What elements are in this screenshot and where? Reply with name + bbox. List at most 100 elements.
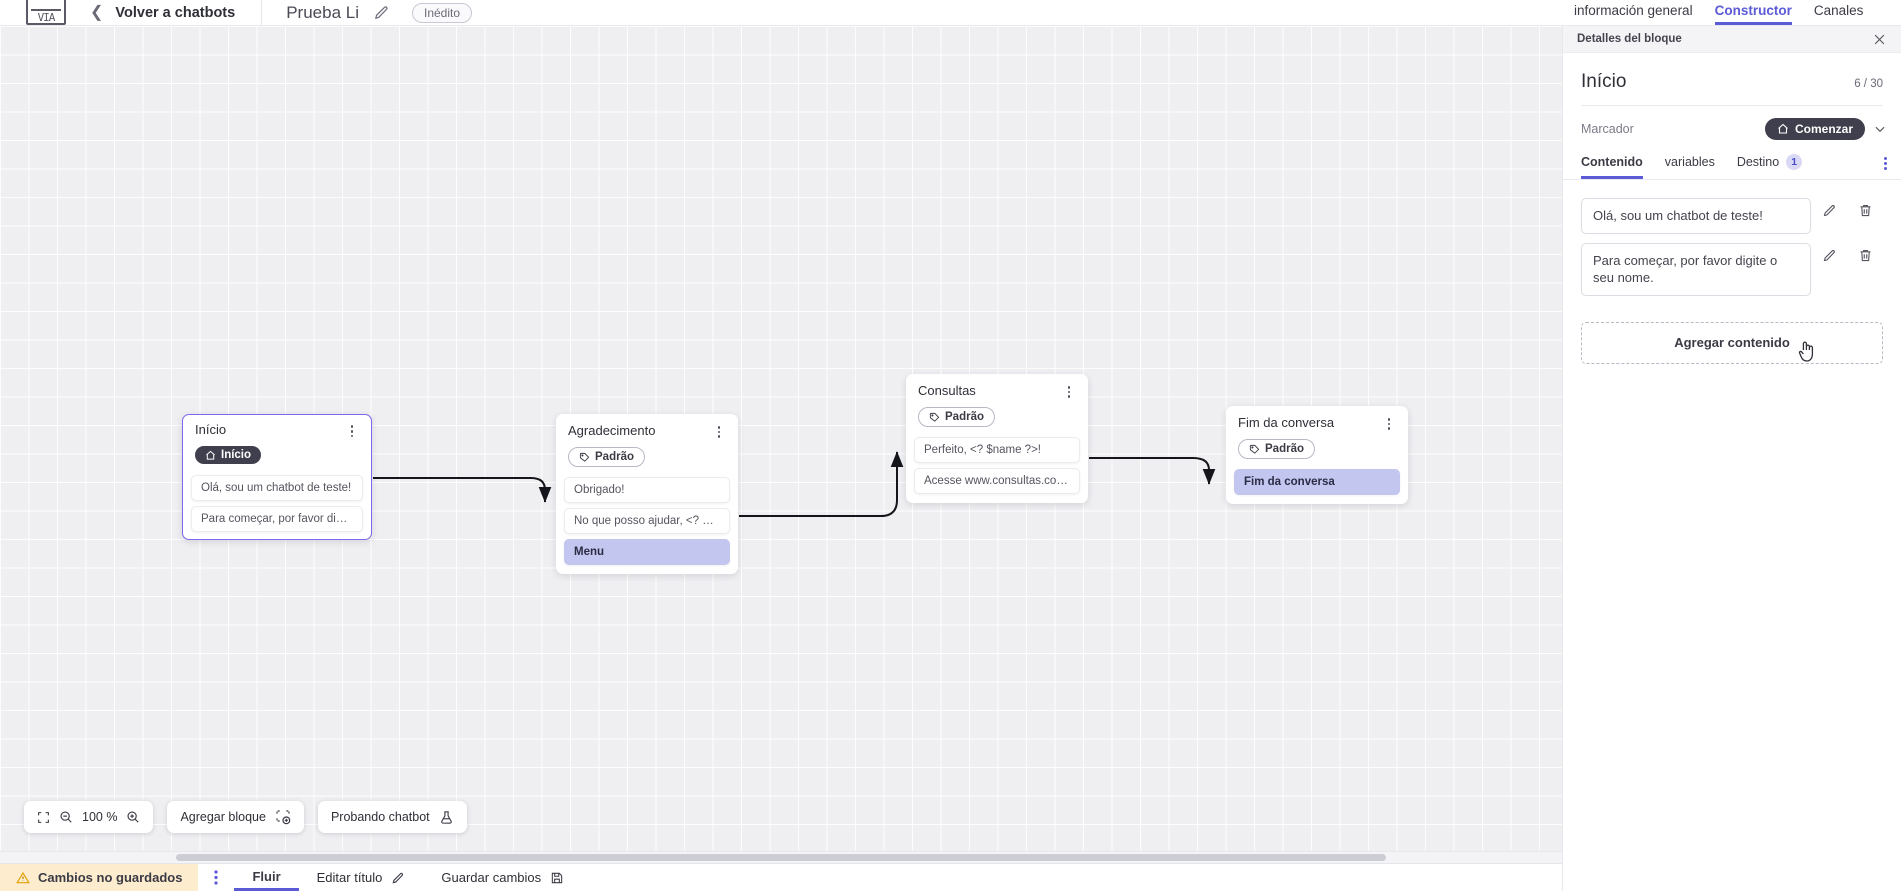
- node-tag-label: Padrão: [595, 451, 634, 463]
- panel-tab-variables[interactable]: variables: [1665, 155, 1715, 179]
- flow-canvas[interactable]: Início Início Olá, sou um chatbot de tes…: [0, 26, 1562, 863]
- canvas-hscroll-thumb[interactable]: [176, 854, 1386, 861]
- bottom-tab-fluir[interactable]: Fluir: [234, 864, 299, 891]
- node-tag-padrao: Padrão: [918, 407, 995, 427]
- node-messages: Perfeito, <? $name ?>! Acesse www.consul…: [906, 436, 1088, 494]
- node-tag-label: Padrão: [945, 411, 984, 423]
- add-content-button[interactable]: Agregar contenido: [1581, 321, 1883, 364]
- flow-node-agradecimento[interactable]: Agradecimento Padrão Obrigado! No que po…: [556, 414, 738, 574]
- node-message[interactable]: Acesse www.consultas.com par...: [914, 467, 1080, 494]
- node-message[interactable]: Olá, sou um chatbot de teste!: [191, 474, 363, 501]
- node-tag-label: Padrão: [1265, 443, 1304, 455]
- top-bar: VIA ❮ Volver a chatbots Prueba Li Inédit…: [0, 0, 1562, 26]
- close-icon[interactable]: [1872, 32, 1887, 47]
- tab-constructor[interactable]: Constructor: [1714, 3, 1792, 25]
- save-changes-label: Guardar cambios: [441, 870, 542, 885]
- bot-name: Prueba Li: [286, 2, 359, 22]
- node-menu-button[interactable]: [712, 423, 726, 438]
- delete-content-icon[interactable]: [1847, 203, 1883, 218]
- node-header: Fim da conversa: [1226, 415, 1408, 430]
- node-header: Consultas: [906, 383, 1088, 398]
- node-message-end[interactable]: Fim da conversa: [1234, 468, 1400, 495]
- node-menu-button[interactable]: [1382, 415, 1396, 430]
- block-details-panel: Detalles del bloque Início 6 / 30 Marcad…: [1562, 26, 1901, 891]
- home-icon: [205, 450, 216, 461]
- bottom-tab-fluir-label: Fluir: [252, 868, 281, 884]
- edit-content-icon[interactable]: [1811, 248, 1847, 263]
- save-icon: [550, 871, 564, 885]
- node-message[interactable]: Para começar, por favor digite o ...: [191, 505, 363, 532]
- panel-tab-destino[interactable]: Destino 1: [1736, 154, 1803, 180]
- flow-node-inicio[interactable]: Início Início Olá, sou um chatbot de tes…: [182, 414, 372, 541]
- marker-chip-comenzar[interactable]: Comenzar: [1764, 118, 1865, 140]
- pencil-icon[interactable]: [373, 4, 390, 21]
- zoom-controls: 100 %: [24, 801, 154, 833]
- app-logo[interactable]: VIA: [26, 0, 66, 25]
- node-messages: Fim da conversa: [1226, 468, 1408, 495]
- edge-agradecimento-consultas: [739, 451, 904, 517]
- tag-icon: [929, 412, 940, 423]
- block-counter: 6 / 30: [1854, 78, 1883, 90]
- chevron-down-icon[interactable]: [1873, 122, 1887, 136]
- zoom-in-icon[interactable]: [126, 810, 140, 824]
- node-menu-button[interactable]: [1062, 383, 1076, 398]
- block-title: Início: [1581, 71, 1627, 92]
- panel-title-row: Início 6 / 30: [1563, 53, 1901, 93]
- node-title: Consultas: [918, 383, 976, 398]
- flow-edges: [373, 451, 1216, 517]
- unsaved-label: Cambios no guardados: [38, 870, 183, 885]
- fit-screen-icon[interactable]: [37, 811, 50, 824]
- content-actions: [1811, 243, 1883, 263]
- node-tag-label: Início: [221, 449, 252, 462]
- back-chevron-icon[interactable]: ❮: [90, 3, 104, 21]
- marker-controls: Comenzar: [1764, 118, 1887, 140]
- marker-chip-label: Comenzar: [1794, 122, 1853, 136]
- zoom-out-icon[interactable]: [59, 810, 73, 824]
- edge-consultas-fim: [1089, 457, 1216, 485]
- panel-tabs-menu-button[interactable]: [1884, 156, 1887, 177]
- back-to-chatbots-link[interactable]: Volver a chatbots: [115, 4, 236, 21]
- edit-content-icon[interactable]: [1811, 203, 1847, 218]
- content-item: Para começar, por favor digite o seu nom…: [1581, 242, 1883, 296]
- canvas-hscrollbar[interactable]: [0, 851, 1562, 863]
- tab-canales[interactable]: Canales: [1813, 3, 1864, 18]
- home-icon: [1777, 123, 1789, 135]
- node-menu-button[interactable]: [345, 422, 359, 438]
- node-messages: Obrigado! No que posso ajudar, <? $name …: [556, 476, 738, 565]
- node-header: Início: [183, 422, 371, 437]
- destino-count-badge: 1: [1786, 154, 1803, 170]
- status-badge: Inédito: [411, 2, 473, 23]
- test-chatbot-button[interactable]: Probando chatbot: [317, 801, 467, 833]
- edit-title-button[interactable]: Editar título: [299, 864, 424, 891]
- node-message[interactable]: Obrigado!: [564, 476, 730, 503]
- flow-node-fim-da-conversa[interactable]: Fim da conversa Padrão Fim da conversa: [1226, 406, 1408, 504]
- pencil-icon: [391, 871, 405, 885]
- delete-content-icon[interactable]: [1847, 248, 1883, 263]
- warning-icon: [16, 871, 30, 885]
- add-block-label: Agregar bloque: [180, 810, 266, 824]
- node-title: Agradecimento: [568, 423, 656, 438]
- tab-informacion-general[interactable]: información general: [1574, 3, 1693, 18]
- panel-tab-contenido[interactable]: Contenido: [1581, 155, 1643, 179]
- panel-tabs: Contenido variables Destino 1: [1563, 140, 1901, 180]
- canvas-toolbar: 100 % Agregar bloque Probando chatbot: [24, 801, 467, 833]
- node-message[interactable]: Perfeito, <? $name ?>!: [914, 436, 1080, 463]
- content-text[interactable]: Para começar, por favor digite o seu nom…: [1581, 242, 1811, 296]
- panel-tab-destino-label: Destino: [1736, 155, 1780, 169]
- save-changes-button[interactable]: Guardar cambios: [423, 864, 582, 891]
- right-tab-bar: información general Constructor Canales: [1562, 0, 1901, 26]
- flow-node-consultas[interactable]: Consultas Padrão Perfeito, <? $name ?>! …: [906, 374, 1088, 503]
- panel-header: Detalles del bloque: [1563, 26, 1901, 53]
- panel-tab-contenido-label: Contenido: [1581, 155, 1643, 169]
- add-block-button[interactable]: Agregar bloque: [167, 801, 304, 833]
- node-title: Início: [195, 422, 227, 438]
- toolbar-divider: [261, 0, 263, 26]
- node-tag-padrao: Padrão: [1238, 439, 1315, 459]
- bottom-menu-button[interactable]: [198, 864, 234, 891]
- panel-header-title: Detalles del bloque: [1577, 33, 1682, 45]
- node-message[interactable]: No que posso ajudar, <? $name ...: [564, 507, 730, 534]
- tag-icon: [1249, 444, 1260, 455]
- zoom-level: 100 %: [82, 810, 118, 824]
- node-message-menu[interactable]: Menu: [564, 538, 730, 565]
- content-text[interactable]: Olá, sou um chatbot de teste!: [1581, 198, 1811, 234]
